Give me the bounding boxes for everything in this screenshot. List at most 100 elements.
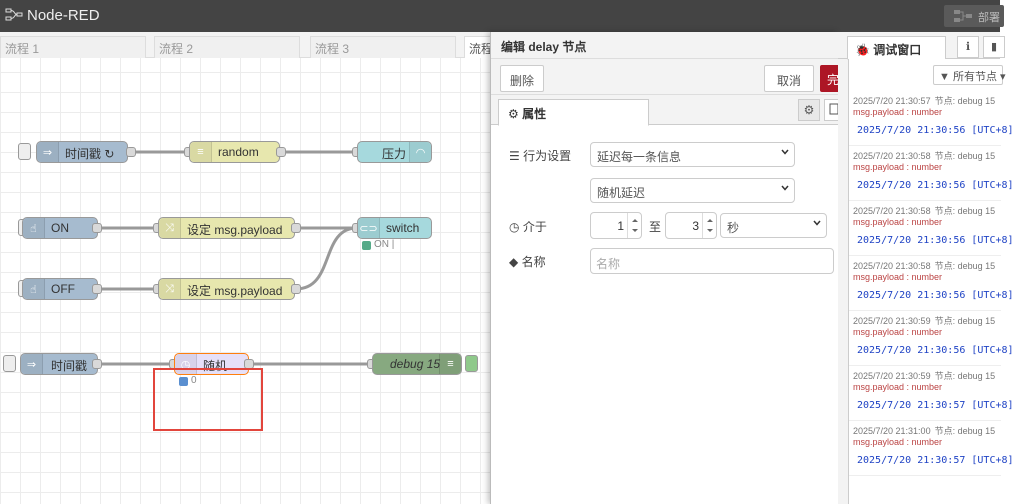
gauge-node[interactable]: 压力 ◠ bbox=[357, 141, 432, 163]
node-label: 设定 msg.payload bbox=[187, 223, 283, 237]
output-port[interactable] bbox=[92, 223, 102, 233]
tab-debug[interactable]: 🐞 调试窗口 bbox=[847, 36, 946, 60]
msg-value[interactable]: 2025/7/20 21:30:57 [UTC+8] bbox=[857, 455, 1014, 466]
change-node-set-payload[interactable]: ⤨ 设定 msg.payload bbox=[158, 278, 295, 300]
name-input[interactable]: 名称 bbox=[590, 248, 834, 274]
hand-icon: ☝ bbox=[23, 218, 45, 238]
flow-canvas[interactable]: ⇒ 时间戳 ↻ ≡ random 压力 ◠ ☝ ON ⤨ 设定 msg.payl… bbox=[0, 58, 490, 504]
status-dot bbox=[362, 241, 371, 250]
node-label: switch bbox=[386, 221, 420, 235]
msg-node[interactable]: 节点: debug 15 bbox=[934, 371, 996, 381]
msg-node[interactable]: 节点: debug 15 bbox=[934, 261, 996, 271]
msg-node[interactable]: 节点: debug 15 bbox=[934, 426, 996, 436]
msg-time: 2025/7/20 21:30:58 bbox=[853, 151, 931, 161]
cancel-button[interactable]: 取消 bbox=[764, 65, 814, 92]
help-tab[interactable]: ▮ bbox=[983, 36, 1005, 58]
tab-properties-label: 属性 bbox=[522, 107, 547, 121]
output-port[interactable] bbox=[92, 359, 102, 369]
inject-node-off[interactable]: ☝ OFF bbox=[22, 278, 98, 300]
msg-type: msg.payload : number bbox=[853, 107, 943, 117]
node-label: ON bbox=[51, 221, 69, 235]
msg-node[interactable]: 节点: debug 15 bbox=[934, 96, 996, 106]
info-icon: ℹ bbox=[965, 41, 971, 53]
node-label: debug 15 bbox=[390, 357, 441, 371]
filter-icon: ▼ bbox=[939, 71, 950, 83]
list-icon: ≡ bbox=[439, 354, 461, 374]
msg-value[interactable]: 2025/7/20 21:30:56 [UTC+8] bbox=[857, 345, 1014, 356]
msg-value[interactable]: 2025/7/20 21:30:56 [UTC+8] bbox=[857, 290, 1014, 301]
action-label: 行为设置 bbox=[523, 149, 572, 163]
delete-button[interactable]: 删除 bbox=[500, 65, 544, 92]
node-status: 0 bbox=[191, 375, 197, 386]
filter-nodes-button[interactable]: ▼ 所有节点 ▾ bbox=[933, 65, 1006, 85]
editor-title: 编辑 delay 节点 bbox=[501, 40, 587, 54]
msg-node[interactable]: 节点: debug 15 bbox=[934, 206, 996, 216]
node-red-logo-icon bbox=[5, 8, 23, 21]
tab-flow-1[interactable]: 流程 1 bbox=[0, 36, 146, 58]
switch-node[interactable]: ⊂⊃ switch bbox=[357, 217, 432, 239]
msg-node[interactable]: 节点: debug 15 bbox=[934, 316, 996, 326]
deploy-button[interactable]: 部署 bbox=[944, 5, 1004, 27]
node-label: 时间戳 bbox=[51, 359, 88, 373]
node-label: 时间戳 ↻ bbox=[65, 147, 115, 161]
msg-type: msg.payload : number bbox=[853, 272, 943, 282]
list-icon: ≡ bbox=[190, 142, 212, 162]
action-select[interactable]: 延迟每一条信息 bbox=[590, 142, 795, 167]
spinner-arrows-icon[interactable] bbox=[627, 213, 641, 238]
msg-value[interactable]: 2025/7/20 21:30:56 [UTC+8] bbox=[857, 180, 1014, 191]
max-delay-spinner[interactable]: 3 bbox=[665, 212, 717, 239]
msg-type: msg.payload : number bbox=[853, 437, 943, 447]
inject-button[interactable] bbox=[3, 355, 16, 372]
chevron-down-icon bbox=[781, 149, 789, 155]
info-tab[interactable]: ℹ bbox=[957, 36, 979, 58]
chevron-down-icon bbox=[781, 185, 789, 191]
app-header: Node-RED 部署 bbox=[0, 0, 1004, 32]
node-status: ON | bbox=[374, 239, 395, 250]
tab-flow-3[interactable]: 流程 3 bbox=[310, 36, 456, 58]
hand-icon: ☝ bbox=[23, 279, 45, 299]
output-port[interactable] bbox=[92, 284, 102, 294]
inject-node-on[interactable]: ☝ ON bbox=[22, 217, 98, 239]
msg-value[interactable]: 2025/7/20 21:30:57 [UTC+8] bbox=[857, 400, 1014, 411]
wire bbox=[295, 226, 358, 291]
name-label: 名称 bbox=[521, 255, 546, 269]
output-port[interactable] bbox=[291, 284, 301, 294]
inject-node-timestamp-2[interactable]: ⇒ 时间戳 bbox=[20, 353, 98, 375]
delay-type-select[interactable]: 随机延迟 bbox=[590, 178, 795, 203]
flow-workspace[interactable]: 流程 1 流程 2 流程 3 流程 ⇒ 时间戳 ↻ ≡ random bbox=[0, 32, 504, 504]
sidebar-tab-bar: 🐞 调试窗口 ℹ ▮ bbox=[838, 32, 1005, 60]
msg-value[interactable]: 2025/7/20 21:30:56 [UTC+8] bbox=[857, 235, 1014, 246]
msg-time: 2025/7/20 21:30:58 bbox=[853, 206, 931, 216]
msg-type: msg.payload : number bbox=[853, 382, 943, 392]
debug-node[interactable]: debug 15 ≡ bbox=[372, 353, 462, 375]
output-port[interactable] bbox=[126, 147, 136, 157]
debug-toggle-button[interactable] bbox=[465, 355, 478, 372]
min-delay-value: 1 bbox=[617, 219, 624, 233]
output-port[interactable] bbox=[291, 223, 301, 233]
msg-time: 2025/7/20 21:30:57 bbox=[853, 96, 931, 106]
tab-properties[interactable]: ⚙ 属性 bbox=[498, 99, 649, 126]
min-delay-spinner[interactable]: 1 bbox=[590, 212, 642, 239]
msg-time: 2025/7/20 21:31:00 bbox=[853, 426, 931, 436]
tab-flow-2[interactable]: 流程 2 bbox=[154, 36, 300, 58]
msg-value[interactable]: 2025/7/20 21:30:56 [UTC+8] bbox=[857, 125, 1014, 136]
shuffle-icon: ⤨ bbox=[159, 218, 181, 238]
change-node-set-payload[interactable]: ⤨ 设定 msg.payload bbox=[158, 217, 295, 239]
unit-select[interactable]: 秒 bbox=[720, 213, 827, 238]
book-icon: ▮ bbox=[990, 41, 998, 53]
function-node-random[interactable]: ≡ random bbox=[189, 141, 280, 163]
output-port[interactable] bbox=[276, 147, 286, 157]
inject-node-timestamp[interactable]: ⇒ 时间戳 ↻ bbox=[36, 141, 128, 163]
spinner-arrows-icon[interactable] bbox=[702, 213, 716, 238]
inject-button[interactable] bbox=[18, 143, 31, 160]
msg-node[interactable]: 节点: debug 15 bbox=[934, 151, 996, 161]
node-settings-tab[interactable]: ⚙ bbox=[798, 99, 820, 121]
